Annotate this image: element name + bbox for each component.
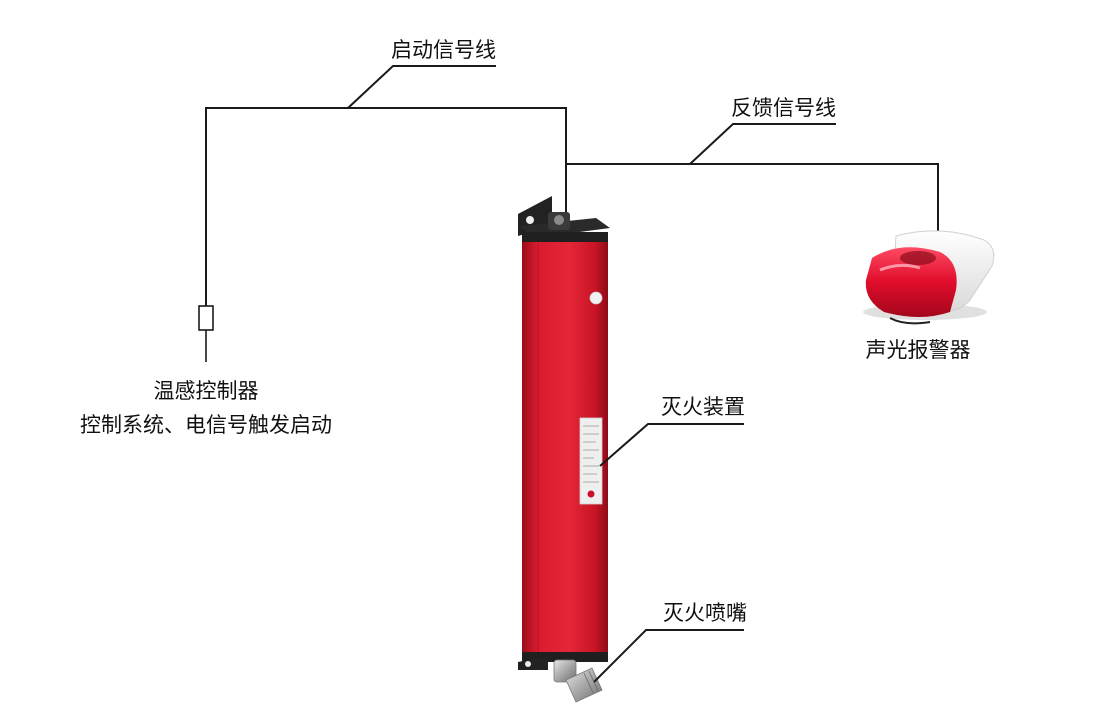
- temperature-controller-label: 温感控制器: [153, 379, 259, 403]
- extinguishing-nozzle-leader: [593, 629, 744, 683]
- sound-light-alarm-label: 声光报警器: [865, 338, 971, 362]
- extinguishing-nozzle-label: 灭火喷嘴: [663, 601, 747, 625]
- extinguishing-cylinder: [518, 196, 610, 670]
- start-signal-line-label: 启动信号线: [391, 38, 496, 62]
- start-signal-wire: [205, 65, 567, 308]
- temperature-sensor: [198, 305, 214, 362]
- extinguishing-device-leader: [599, 423, 744, 467]
- feedback-signal-line-label: 反馈信号线: [731, 96, 836, 120]
- feedback-signal-wire: [566, 123, 939, 236]
- extinguishing-nozzle: [553, 659, 603, 703]
- trigger-methods-label: 控制系统、电信号触发启动: [80, 413, 332, 437]
- alarm-device: [863, 230, 995, 325]
- extinguishing-device-label: 灭火装置: [661, 395, 745, 419]
